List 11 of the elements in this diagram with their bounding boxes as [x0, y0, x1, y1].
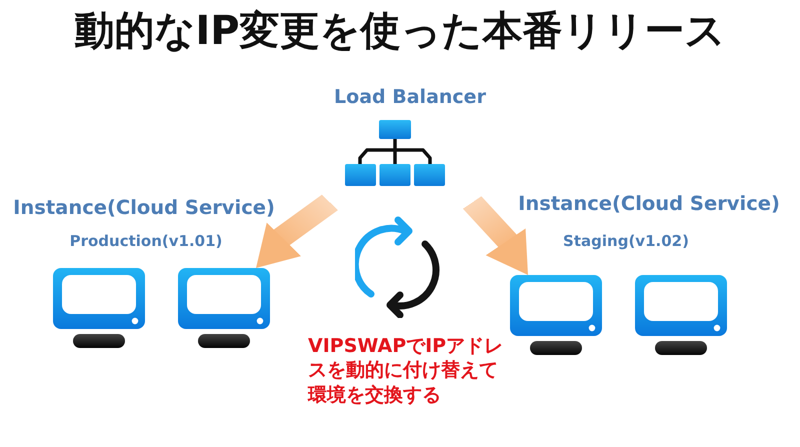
group-subheading: Staging(v1.02) [563, 232, 689, 251]
computer-icon [53, 268, 145, 348]
computer-icon [510, 275, 602, 355]
node-label: Load Balancer [334, 86, 486, 110]
group-heading: Instance(Cloud Service) [518, 192, 780, 216]
computer-icon [635, 275, 727, 355]
annotation-text: VIPSWAPでIPアドレスを動的に付け替えて環境を交換する [308, 334, 504, 407]
group-heading: Instance(Cloud Service) [13, 196, 275, 220]
computer-icon [178, 268, 270, 348]
title: 動的なIP変更を使った本番リリース [74, 7, 726, 56]
group-subheading: Production(v1.01) [70, 232, 222, 251]
